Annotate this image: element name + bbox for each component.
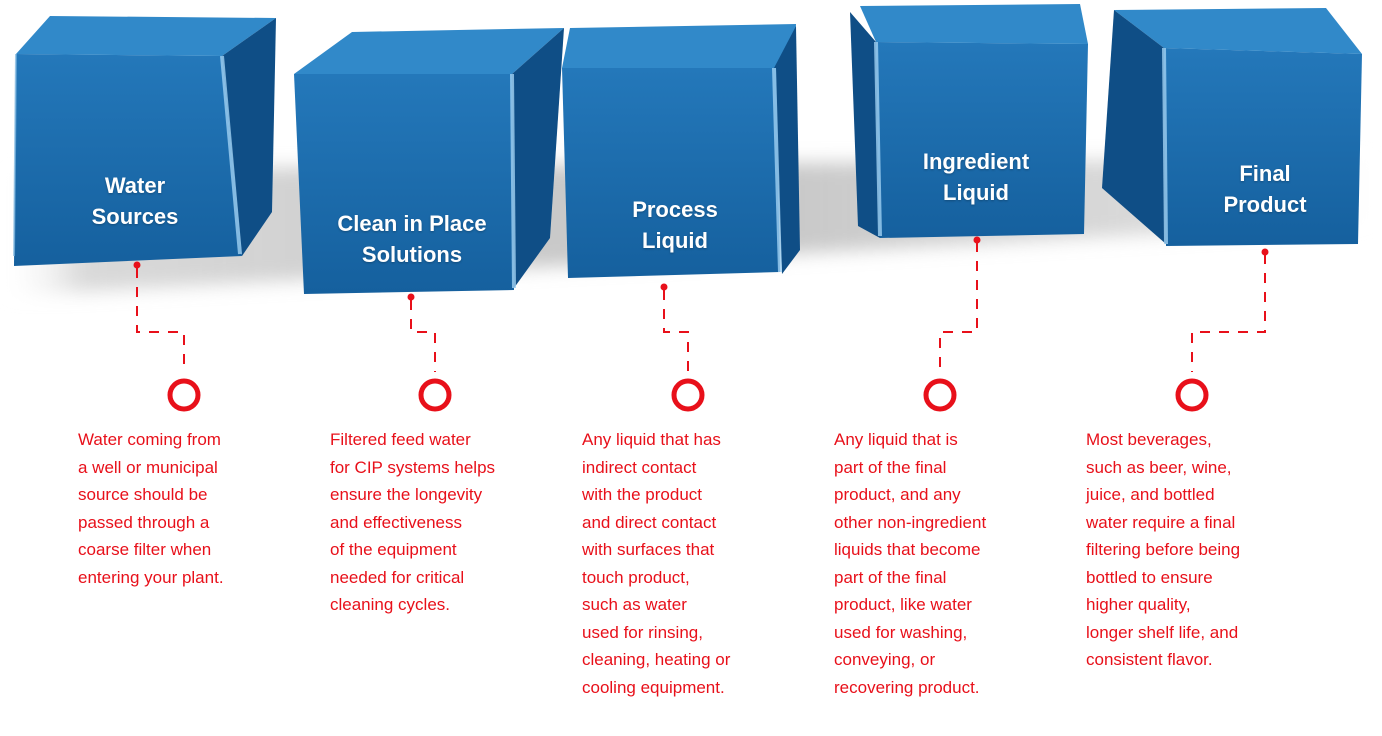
ring-marker [923,378,957,412]
stage-cube-water-sources: Water Sources [10,16,276,266]
stage-cube-ingredient-liquid: Ingredient Liquid [846,4,1106,238]
connector-process-liquid [663,290,689,372]
description-water-sources: Water coming from a well or municipal so… [78,430,224,587]
cube-label: Final Product [1223,161,1307,217]
cube-graphic [850,4,1088,238]
description-clean-in-place: Filtered feed water for CIP systems help… [330,430,496,614]
connector-final-product [1191,254,1266,372]
cube-label: Process Liquid [632,197,718,253]
ring-marker [167,378,201,412]
cube-graphic [1102,8,1362,246]
connector-dot [973,236,981,244]
connector-dot [660,283,668,291]
connector-dot [1261,248,1269,256]
connector-water-sources [136,268,185,372]
cube-label: Water Sources [91,173,179,229]
cube-label: Ingredient Liquid [922,149,1030,205]
cube-graphic [294,28,564,294]
cube-graphic [562,24,800,278]
connector-ingredient-liquid [939,242,978,372]
ring-marker [671,378,705,412]
connector-clean-in-place [410,300,436,372]
ring-marker [1175,378,1209,412]
connector-dot [407,293,415,301]
description-final-product: Most beverages, such as beer, wine, juic… [1086,430,1241,669]
stage-cube-final-product: Final Product [1100,8,1372,248]
connector-dot [133,261,141,269]
ring-marker [418,378,452,412]
description-process-liquid: Any liquid that has indirect contact wit… [582,430,731,697]
cube-graphic [13,16,276,266]
description-ingredient-liquid: Any liquid that is part of the final pro… [834,430,987,697]
stage-cube-process-liquid: Process Liquid [560,24,804,280]
stage-cube-clean-in-place: Clean in Place Solutions [292,28,564,294]
cube-label: Clean in Place Solutions [337,211,487,267]
